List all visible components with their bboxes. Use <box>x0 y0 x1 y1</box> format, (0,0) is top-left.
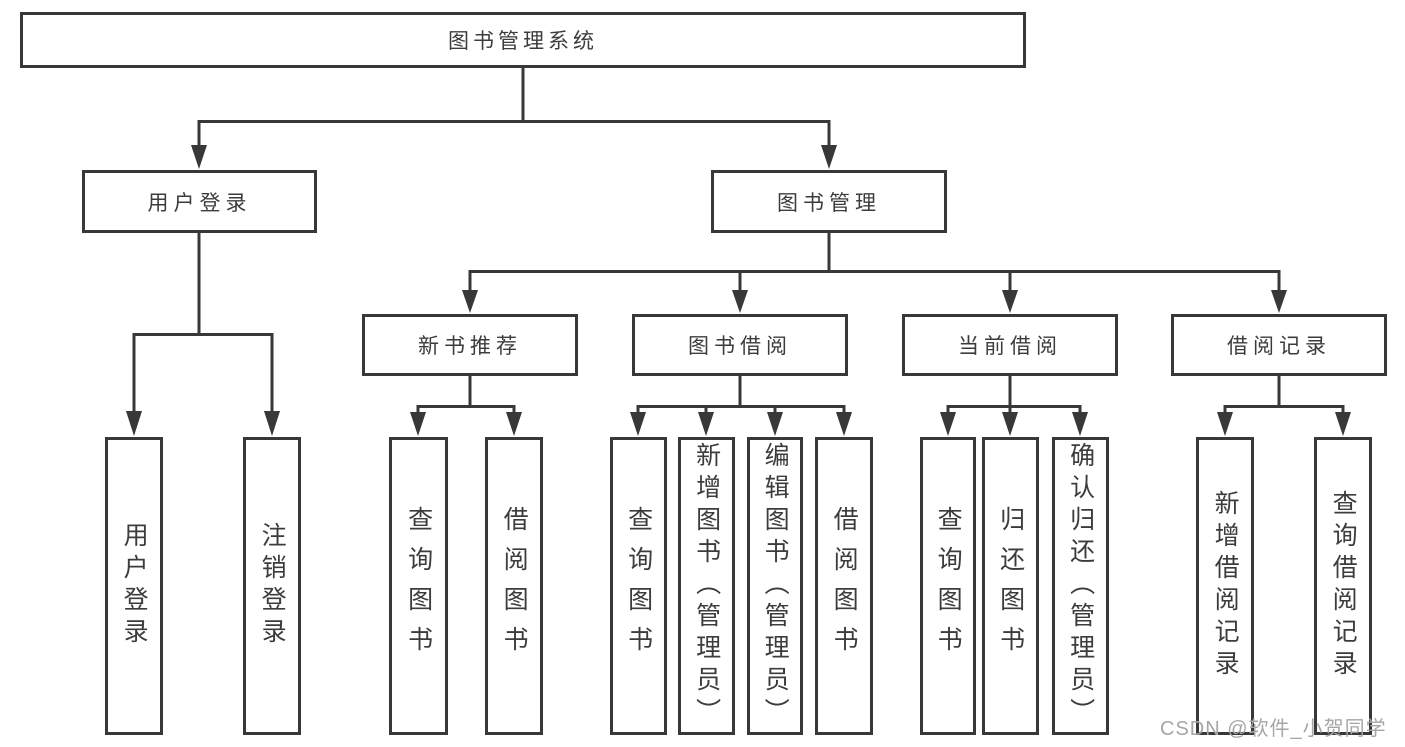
leaf-label: 新增借阅记录 <box>1211 490 1240 682</box>
node-new-book-recommend: 新书推荐 <box>362 314 578 376</box>
connector-book-borrow-children <box>630 376 852 436</box>
connector-current-borrow-children <box>940 376 1088 436</box>
arrowhead <box>732 290 748 313</box>
leaf-label: 注销登录 <box>258 522 287 650</box>
leaf-label: 用户登录 <box>120 522 149 650</box>
arrowhead <box>767 412 783 436</box>
node-book-borrow: 图书借阅 <box>632 314 848 376</box>
arrowhead <box>506 412 522 436</box>
leaf-label: 确认归还（管理员） <box>1066 442 1095 730</box>
connector-borrow-records-children <box>1217 376 1351 436</box>
arrowhead <box>1072 412 1088 436</box>
arrowhead <box>1217 412 1233 436</box>
node-leaf-logout: 注销登录 <box>243 437 301 735</box>
leaf-label: 查询图书 <box>404 506 433 666</box>
arrowhead <box>1271 290 1287 313</box>
node-leaf-query-books-borrow: 查询图书 <box>610 437 667 735</box>
node-leaf-add-book-admin: 新增图书（管理员） <box>678 437 735 735</box>
node-leaf-query-borrow-record: 查询借阅记录 <box>1314 437 1372 735</box>
node-leaf-confirm-return-admin: 确认归还（管理员） <box>1052 437 1109 735</box>
node-leaf-borrow-books-recommend: 借阅图书 <box>485 437 543 735</box>
node-leaf-query-books-recommend: 查询图书 <box>389 437 448 735</box>
arrowhead <box>462 290 478 313</box>
leaf-label: 新增图书（管理员） <box>692 442 721 730</box>
node-leaf-query-books-current: 查询图书 <box>920 437 976 735</box>
node-book-management: 图书管理 <box>711 170 947 233</box>
connector-root-to-level2 <box>191 68 837 169</box>
arrowhead <box>698 412 714 436</box>
arrowhead <box>126 411 142 436</box>
arrowhead <box>821 145 837 169</box>
arrowhead <box>1335 412 1351 436</box>
leaf-label: 查询借阅记录 <box>1329 490 1358 682</box>
connector-book-mgmt-to-level3 <box>462 233 1287 313</box>
node-borrow-records: 借阅记录 <box>1171 314 1387 376</box>
leaf-label: 查询图书 <box>934 506 963 666</box>
leaf-label: 借阅图书 <box>830 506 859 666</box>
node-root-system: 图书管理系统 <box>20 12 1026 68</box>
arrowhead <box>836 412 852 436</box>
leaf-label: 编辑图书（管理员） <box>761 442 790 730</box>
node-leaf-edit-book-admin: 编辑图书（管理员） <box>747 437 803 735</box>
arrowhead <box>1002 290 1018 313</box>
arrowhead <box>264 411 280 436</box>
node-leaf-user-login: 用户登录 <box>105 437 163 735</box>
arrowhead <box>630 412 646 436</box>
arrowhead <box>191 145 207 169</box>
leaf-label: 查询图书 <box>624 506 653 666</box>
csdn-watermark: CSDN @软件_小贺同学 <box>1160 718 1387 740</box>
arrowhead <box>1002 412 1018 436</box>
node-leaf-add-borrow-record: 新增借阅记录 <box>1196 437 1254 735</box>
leaf-label: 归还图书 <box>996 506 1025 666</box>
node-leaf-borrow-books: 借阅图书 <box>815 437 873 735</box>
arrowhead <box>410 412 426 436</box>
arrowhead <box>940 412 956 436</box>
node-current-borrow: 当前借阅 <box>902 314 1118 376</box>
node-user-login: 用户登录 <box>82 170 317 233</box>
connector-user-login-children <box>126 233 280 436</box>
connector-new-books-children <box>410 376 522 436</box>
leaf-label: 借阅图书 <box>500 506 529 666</box>
node-leaf-return-books: 归还图书 <box>982 437 1039 735</box>
